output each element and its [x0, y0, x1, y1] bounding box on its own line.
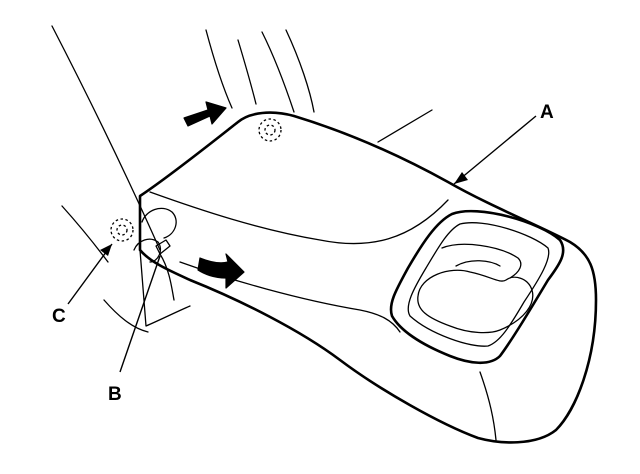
cup-holder	[389, 209, 565, 365]
label-b: B	[108, 384, 122, 405]
push-direction-arrow-icon	[183, 101, 227, 127]
lift-direction-arrow-icon	[197, 253, 245, 289]
leader-lines	[67, 115, 537, 373]
fastener-c-icon	[110, 218, 134, 242]
console-body	[138, 111, 598, 444]
label-c: C	[52, 306, 66, 327]
label-a: A	[540, 102, 554, 123]
hidden-fasteners	[110, 118, 282, 242]
seat-trim-lines	[51, 25, 433, 333]
rear-hinge-area	[133, 207, 177, 301]
fastener-upper-icon	[258, 118, 282, 142]
clip-b-icon	[155, 239, 171, 255]
